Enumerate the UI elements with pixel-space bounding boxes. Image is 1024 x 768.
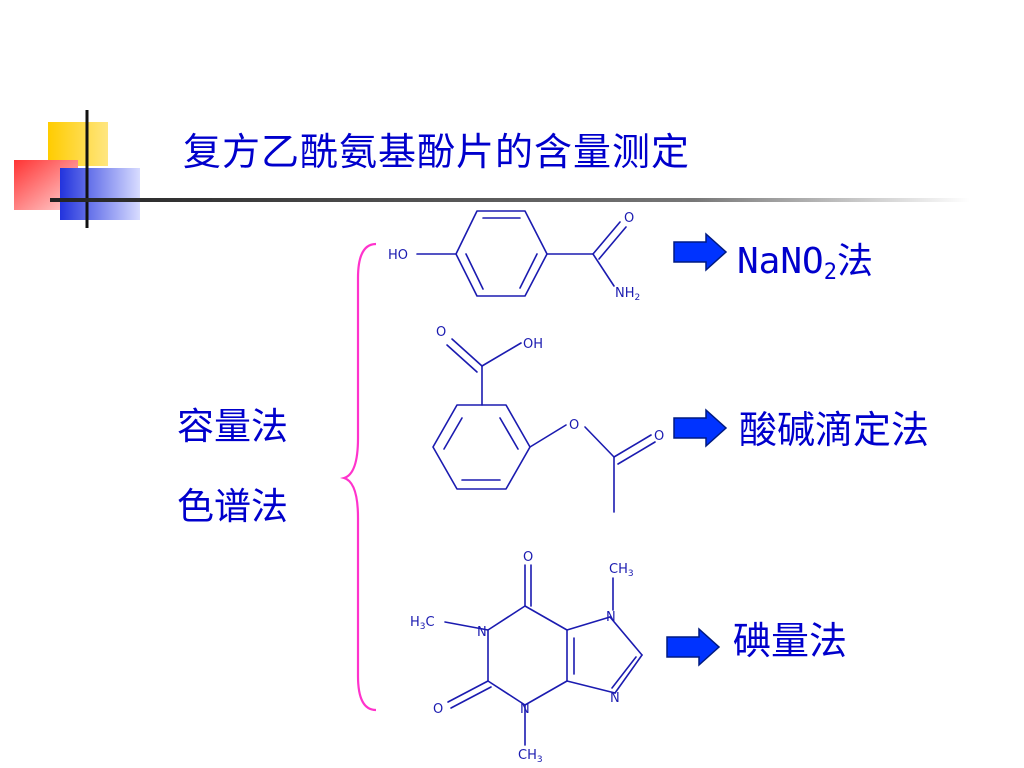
method-volumetric: 容量法 (177, 405, 288, 448)
molecule-caffeine (444, 564, 643, 746)
label-oh: OH (523, 337, 543, 352)
label-o-amide: O (624, 211, 634, 226)
result-nano2-method: NaNO2法 (737, 241, 873, 285)
title-rule (50, 198, 970, 202)
arrow-right-icon (666, 627, 721, 667)
label-ch3-bottom: CH3 (518, 748, 543, 765)
label-o-top: O (523, 550, 533, 565)
decorative-corner-graphic (14, 110, 140, 228)
label-n3: N (520, 702, 530, 717)
result-acid-base-titration: 酸碱滴定法 (739, 408, 930, 452)
result-iodometry: 碘量法 (733, 619, 848, 663)
label-ch3-top: CH3 (609, 562, 634, 579)
label-o-ester: O (569, 418, 579, 433)
brace (340, 242, 377, 712)
method-chromatography: 色谱法 (177, 485, 288, 528)
label-ho: HO (388, 248, 408, 263)
molecule-aspirin (432, 338, 656, 513)
label-o-carbonyl: O (436, 325, 446, 340)
molecule-hydroxybenzamide (416, 210, 627, 297)
arrow-right-icon (673, 232, 728, 272)
label-o-bottom: O (433, 702, 443, 717)
label-nh2: NH2 (615, 286, 640, 303)
label-n9: N (610, 691, 620, 706)
label-o-acetyl: O (654, 429, 664, 444)
label-n7: N (606, 610, 616, 625)
label-n1: N (477, 625, 487, 640)
arrow-right-icon (673, 408, 728, 448)
label-h3c: H3C (410, 615, 435, 632)
page-title: 复方乙酰氨基酚片的含量测定 (183, 130, 691, 174)
